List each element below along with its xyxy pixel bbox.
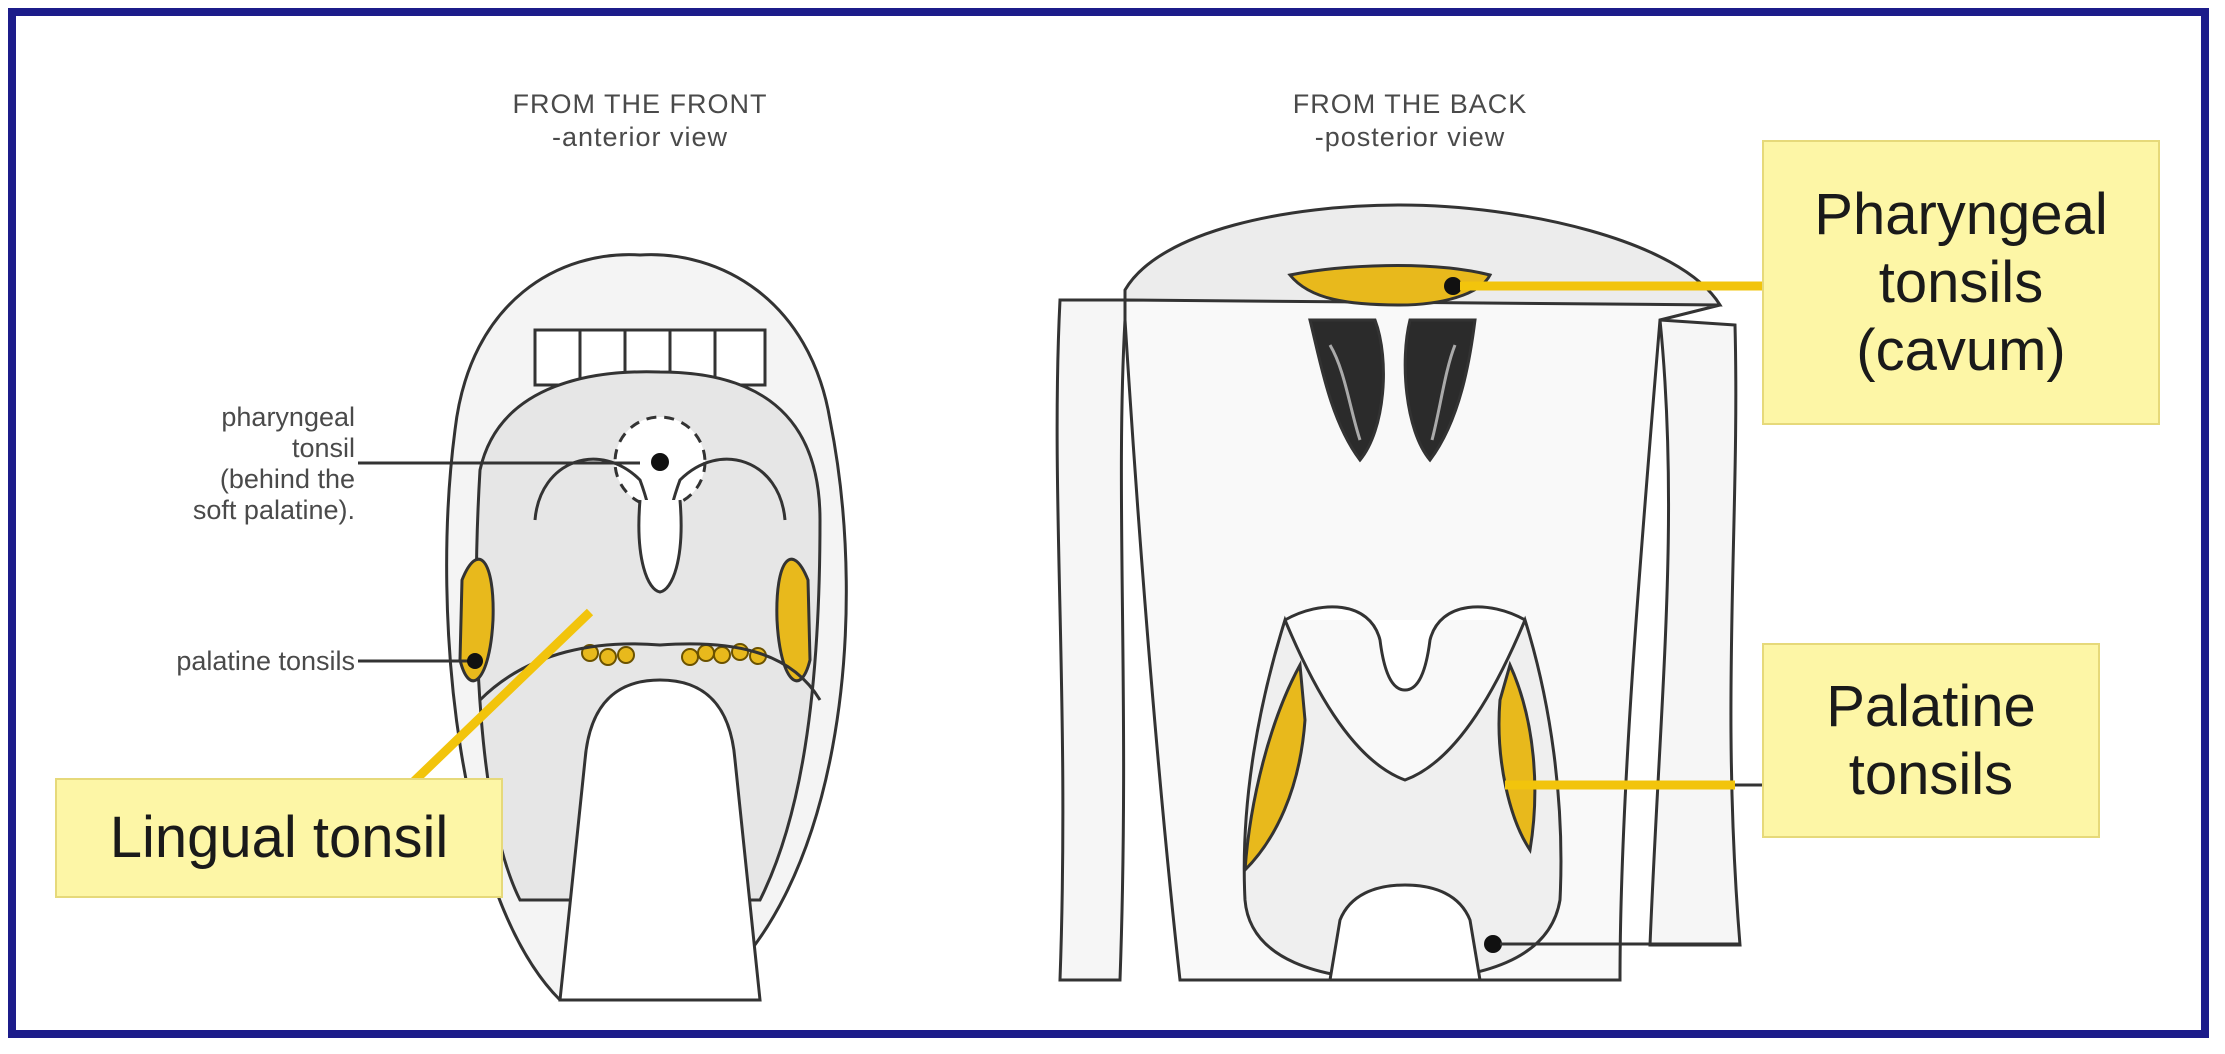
- anterior-heading-line1: FROM THE FRONT: [440, 88, 840, 121]
- pharyngeal-tonsil-label: pharyngeal tonsil (behind the soft palat…: [150, 402, 355, 526]
- anterior-view-heading: FROM THE FRONT -anterior view: [440, 88, 840, 154]
- callout-lingual-tonsil: Lingual tonsil: [55, 778, 503, 898]
- posterior-heading-line2: -posterior view: [1210, 121, 1610, 154]
- palatine-tonsils-label: palatine tonsils: [60, 646, 355, 677]
- callout-line: (cavum): [1814, 317, 2107, 385]
- callout-pharyngeal-tonsils: Pharyngeal tonsils (cavum): [1762, 140, 2160, 425]
- posterior-heading-line1: FROM THE BACK: [1210, 88, 1610, 121]
- mouth-anterior-drawing: [447, 255, 847, 1000]
- label-line: pharyngeal: [150, 402, 355, 433]
- callout-line: Lingual tonsil: [110, 804, 449, 872]
- label-line: soft palatine).: [150, 495, 355, 526]
- callout-line: tonsils: [1814, 249, 2107, 317]
- callout-palatine-tonsils: Palatine tonsils: [1762, 643, 2100, 838]
- label-line: tonsil: [150, 433, 355, 464]
- callout-line: tonsils: [1826, 741, 2036, 809]
- posterior-view-heading: FROM THE BACK -posterior view: [1210, 88, 1610, 154]
- callout-line: Pharyngeal: [1814, 181, 2107, 249]
- label-line: (behind the: [150, 464, 355, 495]
- label-line: palatine tonsils: [176, 646, 355, 676]
- pharynx-posterior-drawing: [1057, 205, 1740, 980]
- callout-line: Palatine: [1826, 673, 2036, 741]
- anterior-heading-line2: -anterior view: [440, 121, 840, 154]
